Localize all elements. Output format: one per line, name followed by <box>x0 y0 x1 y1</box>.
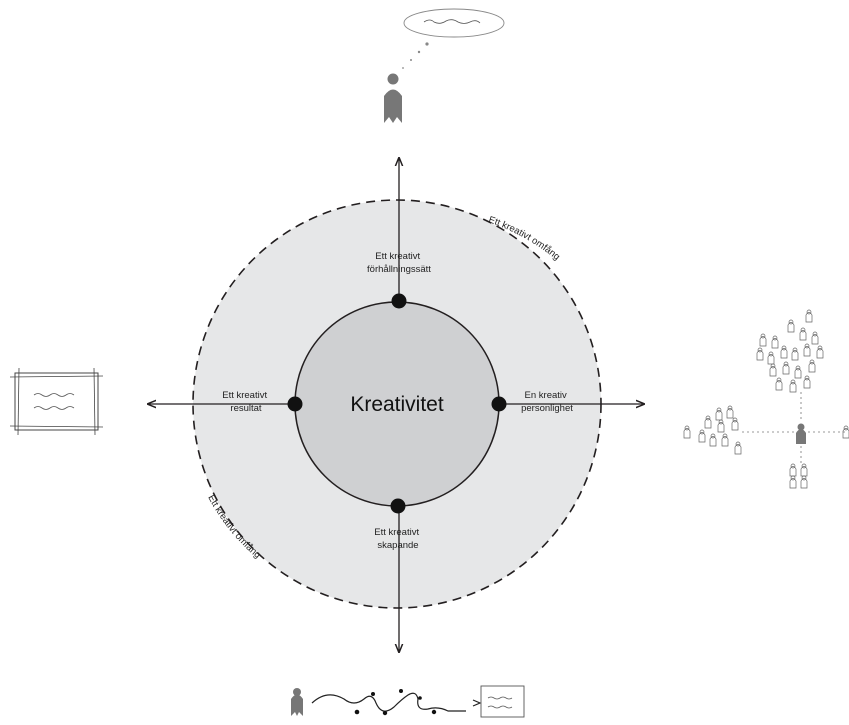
label-bottom-line2: skapande <box>377 540 418 551</box>
node-bottom <box>390 498 406 514</box>
node-top <box>391 293 407 309</box>
thinking-person-icon <box>384 8 505 123</box>
center-title: Kreativitet <box>350 393 444 416</box>
label-left: Ett kreativt resultat <box>222 390 270 414</box>
node-right <box>491 396 507 412</box>
framed-result-icon <box>9 367 104 436</box>
label-right-line2: personlighet <box>521 403 573 414</box>
label-right-line1: En kreativ <box>525 390 567 401</box>
social-network-icon <box>683 309 849 489</box>
label-left-line1: Ett kreativt <box>222 390 267 401</box>
label-bottom: Ett kreativt skapande <box>374 527 422 551</box>
label-left-line2: resultat <box>230 403 262 414</box>
label-top-line2: förhållningssätt <box>367 264 431 275</box>
creative-process-icon <box>291 685 525 718</box>
label-top-line1: Ett kreativt <box>375 251 420 262</box>
node-left <box>287 396 303 412</box>
label-top: Ett kreativt förhållningssätt <box>367 251 431 275</box>
label-right: En kreativ personlighet <box>521 390 573 414</box>
label-bottom-line1: Ett kreativt <box>374 527 419 538</box>
